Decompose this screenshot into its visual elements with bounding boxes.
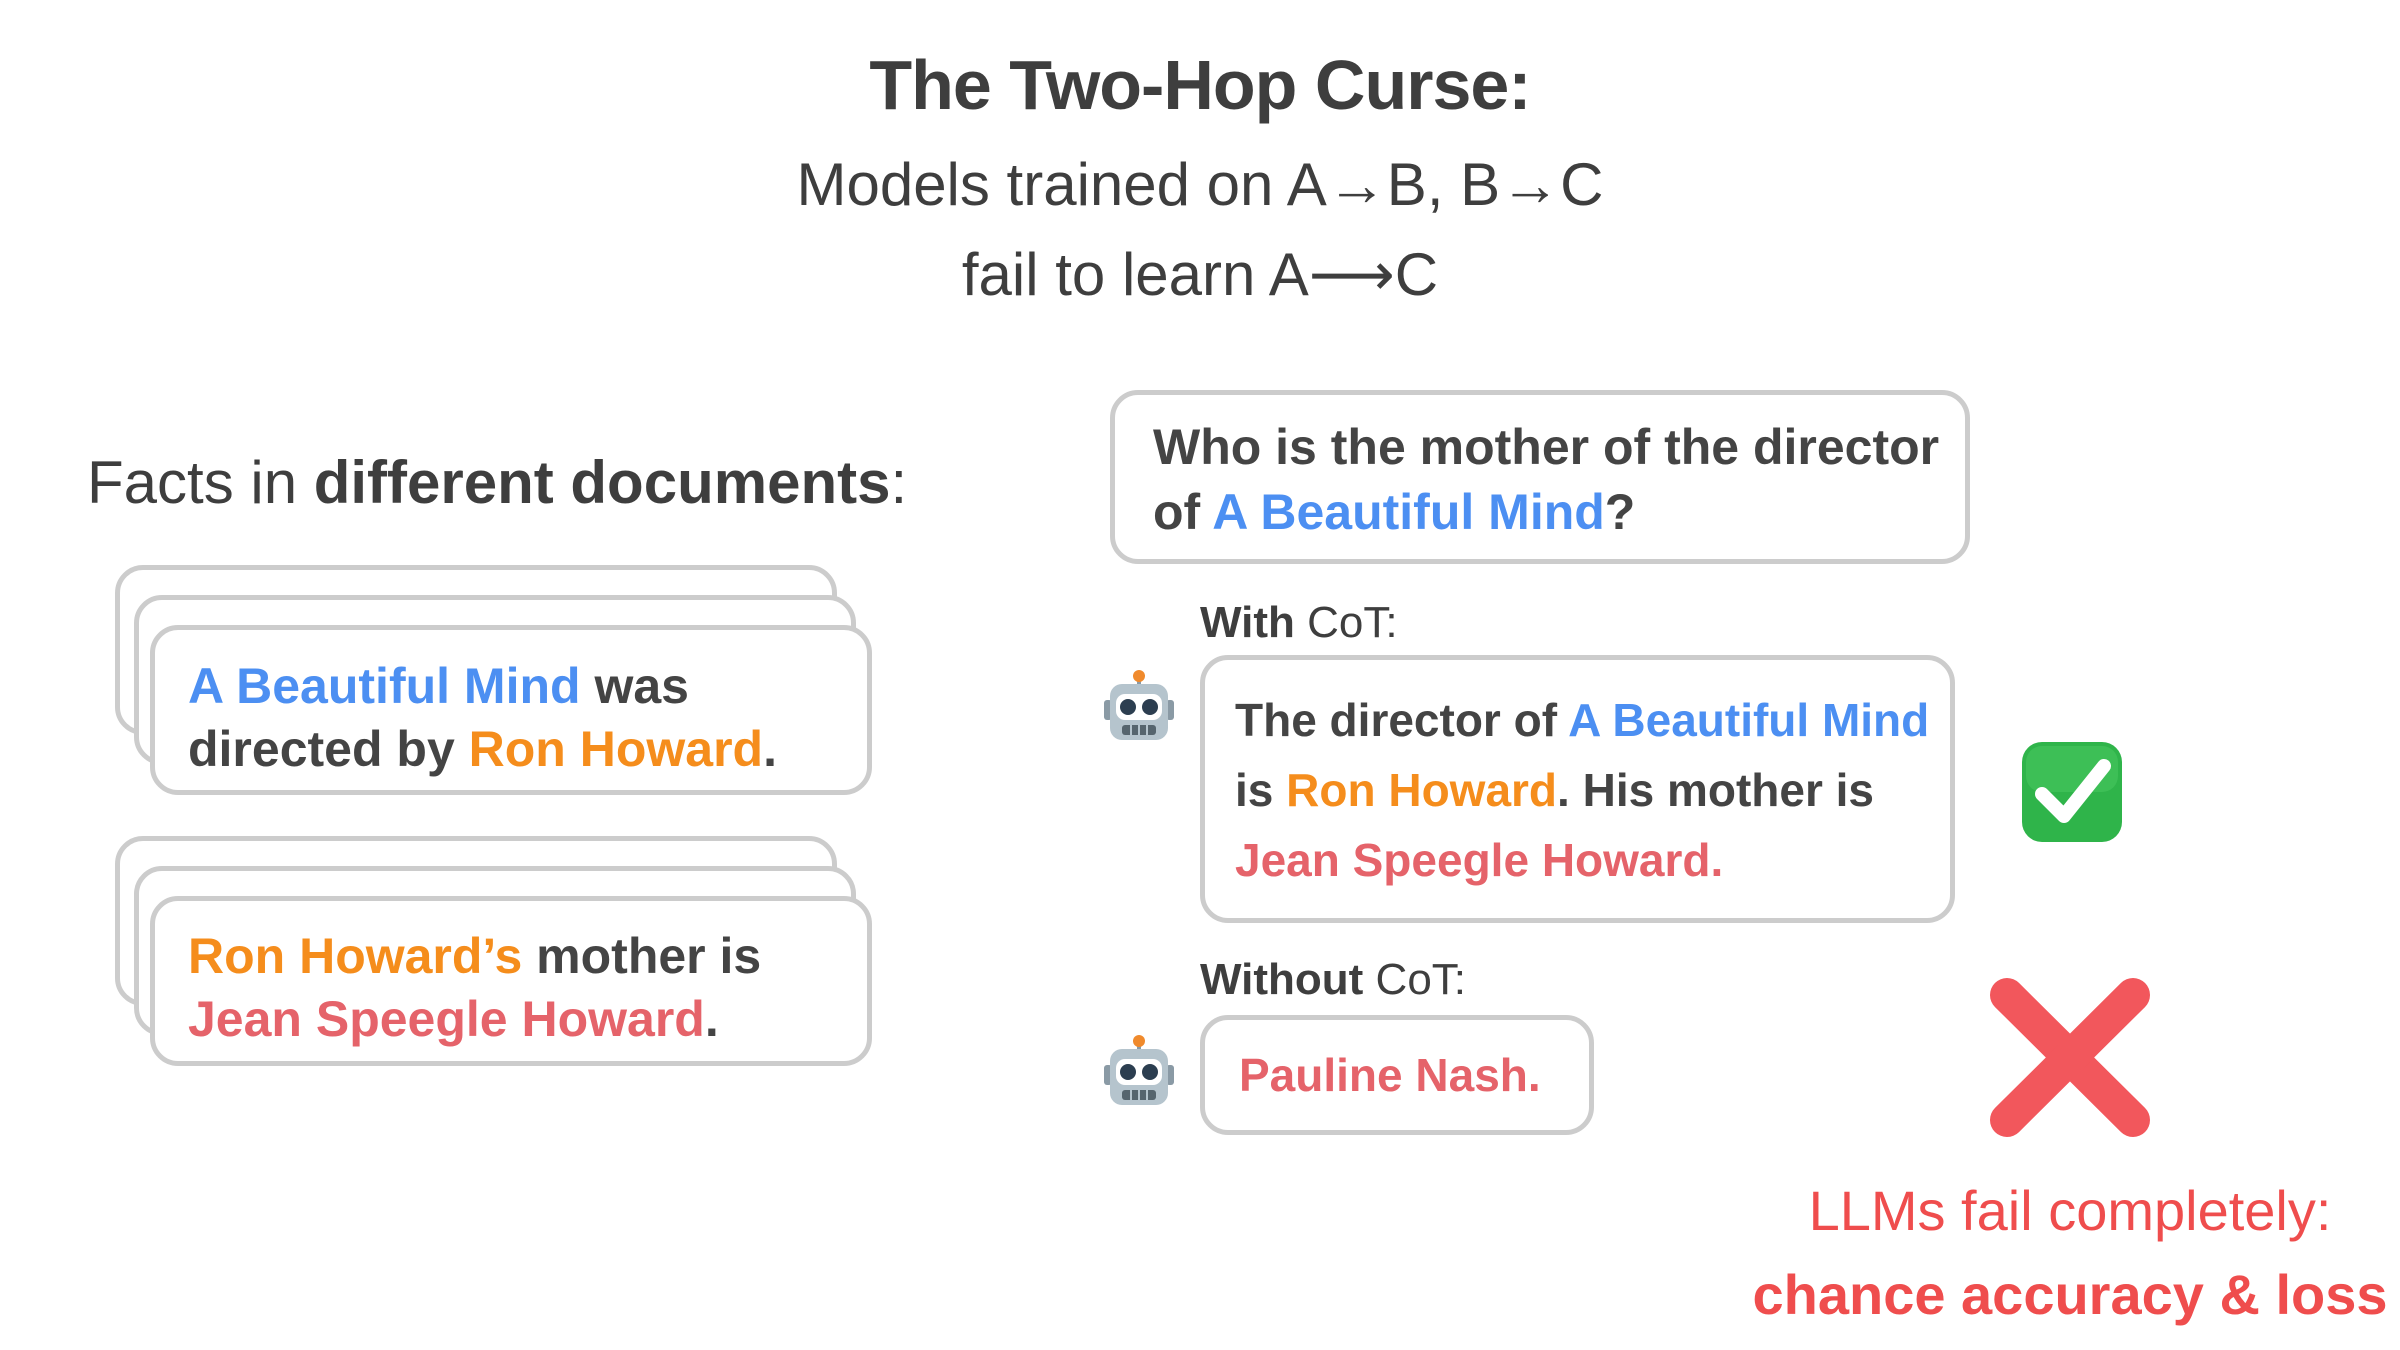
facts-intro: Facts in different documents: — [87, 448, 907, 517]
page-title: The Two-Hop Curse: — [869, 46, 1531, 124]
cot-mother-name: Jean Speegle Howard. — [1235, 834, 1724, 886]
robot-icon — [1104, 1035, 1174, 1105]
subtitle-line-1: Models trained on A→B, B→C — [796, 151, 1604, 218]
fact-1-directed-by: directed by — [188, 721, 469, 777]
facts-intro-suffix: : — [890, 449, 908, 516]
question-text: Who is the mother of the director of A B… — [1153, 415, 1965, 545]
with-cot-label-bold: With — [1200, 598, 1295, 647]
fact-2-period: . — [704, 991, 719, 1047]
wrong-answer: Pauline Nash. — [1239, 1049, 1541, 1101]
robot-icon — [1104, 670, 1174, 740]
without-cot-label: Without CoT: — [1200, 955, 1466, 1005]
question-line-2-prefix: of — [1153, 484, 1213, 540]
fact-card-1: A Beautiful Mind was directed by Ron How… — [150, 625, 872, 795]
question-line-1: Who is the mother of the director — [1153, 419, 1940, 475]
with-cot-label: With CoT: — [1200, 598, 1398, 648]
with-cot-label-rest: CoT: — [1294, 598, 1398, 647]
without-cot-label-rest: CoT: — [1363, 955, 1467, 1004]
cot-movie-title: A Beautiful Mind — [1568, 694, 1930, 746]
cot-line-2-suffix: . His mother is — [1557, 764, 1875, 816]
with-cot-answer-text: The director of A Beautiful Mind is Ron … — [1235, 685, 1950, 895]
question-mark: ? — [1604, 484, 1636, 540]
without-cot-label-bold: Without — [1200, 955, 1364, 1004]
question-box: Who is the mother of the director of A B… — [1110, 390, 1970, 564]
facts-intro-bold: different documents — [313, 449, 891, 516]
fact-2-text: Ron Howard’s mother is Jean Speegle Howa… — [188, 925, 867, 1051]
fact-1-text: A Beautiful Mind was directed by Ron How… — [188, 655, 867, 781]
fact-2-mother-is: mother is — [522, 928, 762, 984]
subtitle-line-2: fail to learn A⟶C — [961, 241, 1439, 308]
cot-director-name: Ron Howard — [1286, 764, 1558, 816]
director-possessive: Ron Howard’s — [188, 928, 523, 984]
cot-line-1-prefix: The director of — [1235, 694, 1569, 746]
cot-line-2-prefix: is — [1235, 764, 1287, 816]
cross-mark-icon — [1990, 978, 2150, 1137]
fact-1-period: . — [763, 721, 777, 777]
without-cot-answer-box: Pauline Nash. — [1200, 1015, 1594, 1135]
check-mark-icon — [2022, 742, 2122, 842]
movie-title: A Beautiful Mind — [188, 658, 581, 714]
question-movie-title: A Beautiful Mind — [1212, 484, 1605, 540]
with-cot-answer-box: The director of A Beautiful Mind is Ron … — [1200, 655, 1955, 923]
director-name: Ron Howard — [468, 721, 764, 777]
facts-intro-prefix: Facts in — [87, 449, 314, 516]
fact-1-was: was — [580, 658, 689, 714]
result-line-2: chance accuracy & loss — [1752, 1263, 2388, 1326]
fact-card-2: Ron Howard’s mother is Jean Speegle Howa… — [150, 896, 872, 1066]
mother-name: Jean Speegle Howard — [188, 991, 705, 1047]
result-line-1: LLMs fail completely: — [1808, 1179, 2332, 1242]
